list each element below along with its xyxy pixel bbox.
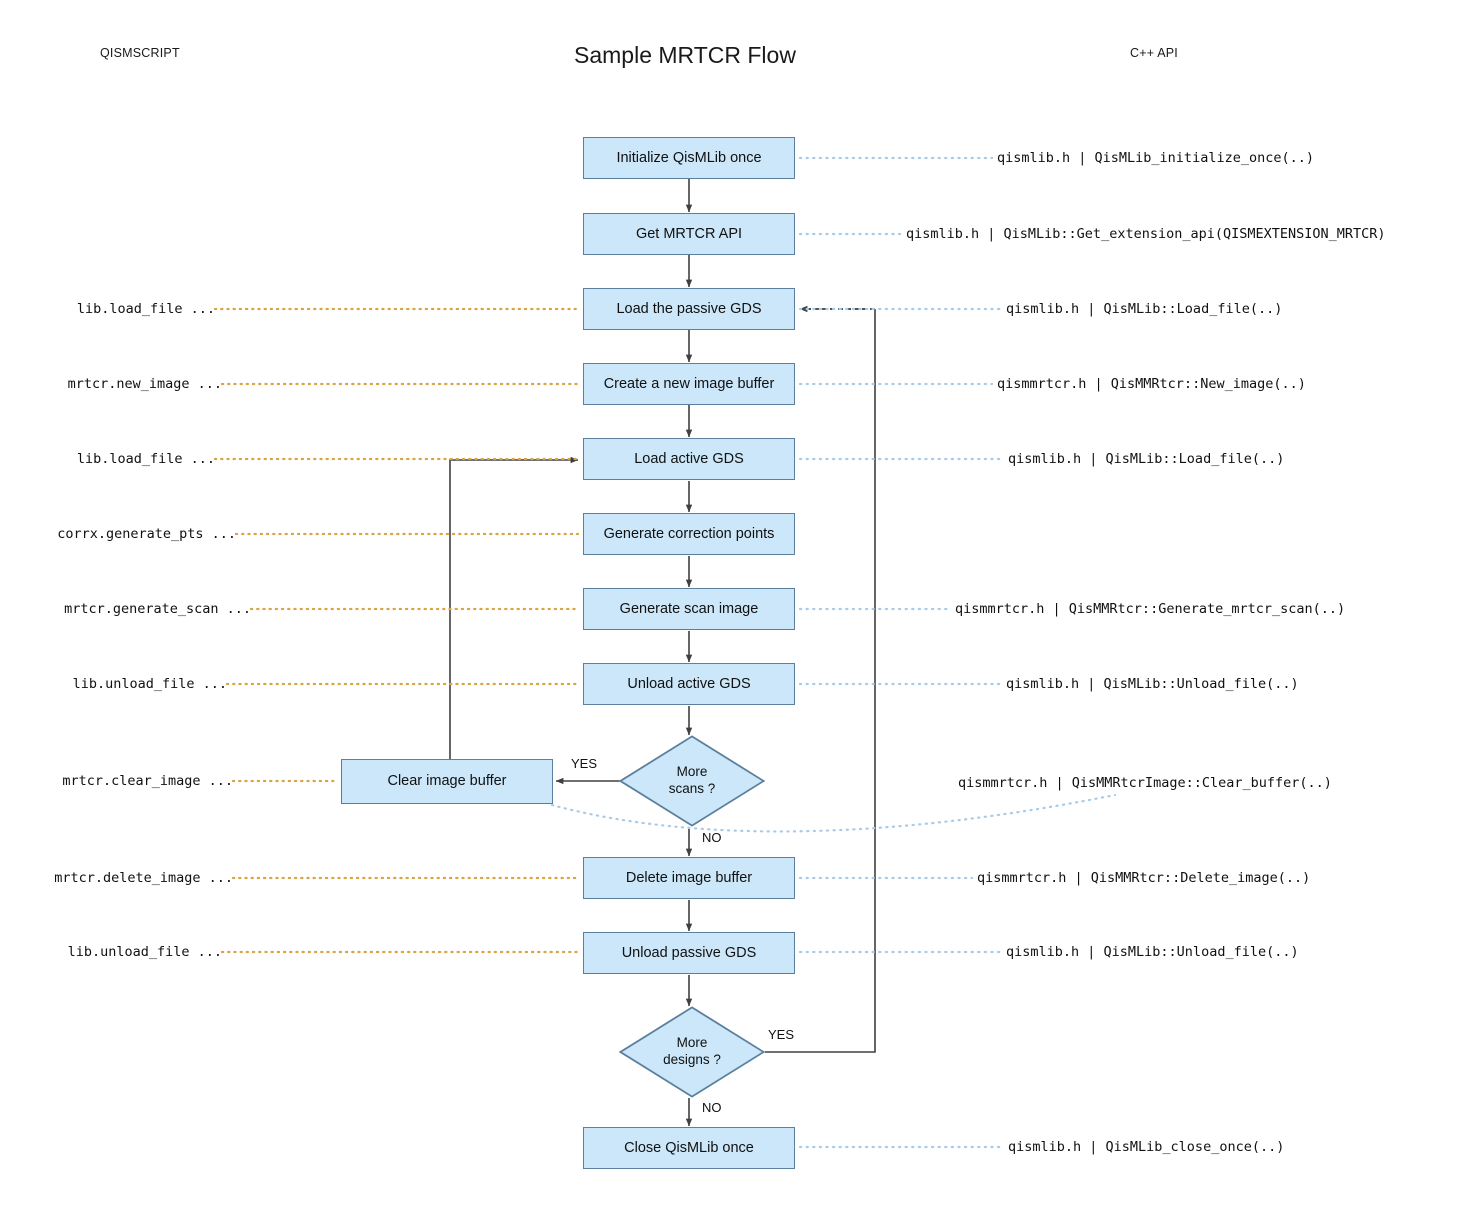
api-label-load-file-passive: qismlib.h | QisMLib::Load_file(..) [1006,301,1283,317]
script-label-unload-passive: lib.unload_file ... [67,944,222,960]
script-label-load-passive: lib.load_file ... [76,301,215,317]
node-close-qismlib-once[interactable]: Close QisMLib once [583,1127,795,1169]
edge-label-more-scans-yes: YES [571,756,598,771]
diamond-shape [619,1006,765,1098]
script-label-new-image: mrtcr.new_image ... [67,376,222,392]
node-clear-image-buffer[interactable]: Clear image buffer [341,759,553,804]
header-left-label: QISMSCRIPT [100,46,180,60]
api-label-load-file-active: qismlib.h | QisMLib::Load_file(..) [1008,451,1285,467]
script-label-load-active: lib.load_file ... [76,451,215,467]
decision-more-designs[interactable]: More designs ? [619,1006,765,1098]
api-label-close-once: qismlib.h | QisMLib_close_once(..) [1008,1139,1285,1155]
node-create-a-new-image-buffer[interactable]: Create a new image buffer [583,363,795,405]
node-label: Create a new image buffer [603,375,775,392]
page-title: Sample MRTCR Flow [574,42,796,68]
node-delete-image-buffer[interactable]: Delete image buffer [583,857,795,899]
edge-label-more-designs-yes: YES [768,1027,795,1042]
node-initialize-qismlib-once[interactable]: Initialize QisMLib once [583,137,795,179]
node-unload-passive-gds[interactable]: Unload passive GDS [583,932,795,974]
decision-label-line2: scans ? [668,781,716,796]
script-label-clear-image: mrtcr.clear_image ... [62,773,233,789]
script-connector-lines [213,307,580,954]
api-label-get-extension-api: qismlib.h | QisMLib::Get_extension_api(Q… [906,226,1386,242]
api-label-delete-image: qismmrtcr.h | QisMMRtcr::Delete_image(..… [977,870,1311,886]
decision-label-line2: designs ? [663,1052,721,1067]
node-label: Initialize QisMLib once [616,149,762,166]
node-label: Generate correction points [603,525,775,542]
node-load-active-gds[interactable]: Load active GDS [583,438,795,480]
api-label-clear-buffer: qismmrtcr.h | QisMMRtcrImage::Clear_buff… [958,775,1332,791]
node-label: Get MRTCR API [635,225,743,242]
node-label: Unload active GDS [627,675,751,692]
api-label-initialize-once: qismlib.h | QisMLib_initialize_once(..) [997,150,1314,166]
node-get-mrtcr-api[interactable]: Get MRTCR API [583,213,795,255]
node-label: Close QisMLib once [624,1139,754,1156]
node-label: Clear image buffer [387,773,507,790]
node-unload-active-gds[interactable]: Unload active GDS [583,663,795,705]
decision-more-scans[interactable]: More scans ? [619,735,765,827]
node-label: Generate scan image [619,600,759,617]
api-label-unload-file-passive: qismlib.h | QisMLib::Unload_file(..) [1006,944,1299,960]
decision-label-line1: More [676,764,708,780]
node-label: Load active GDS [634,450,744,467]
script-label-delete-image: mrtcr.delete_image ... [54,870,233,886]
decision-label-line1: More [676,1035,708,1051]
node-load-the-passive-gds[interactable]: Load the passive GDS [583,288,795,330]
api-label-generate-scan: qismmrtcr.h | QisMMRtcr::Generate_mrtcr_… [955,601,1346,617]
script-label-generate-pts: corrx.generate_pts ... [57,526,236,542]
node-generate-scan-image[interactable]: Generate scan image [583,588,795,630]
edge-label-more-scans-no: NO [702,830,722,845]
edge-label-more-designs-no: NO [702,1100,722,1115]
node-label: Load the passive GDS [616,300,762,317]
node-label: Unload passive GDS [621,944,757,961]
node-label: Delete image buffer [625,869,753,886]
node-generate-correction-points[interactable]: Generate correction points [583,513,795,555]
script-label-generate-scan: mrtcr.generate_scan ... [64,601,251,617]
api-label-new-image: qismmrtcr.h | QisMMRtcr::New_image(..) [997,376,1306,392]
api-label-unload-file-active: qismlib.h | QisMLib::Unload_file(..) [1006,676,1299,692]
header-right-label: C++ API [1130,46,1178,60]
script-label-unload-active: lib.unload_file ... [72,676,227,692]
